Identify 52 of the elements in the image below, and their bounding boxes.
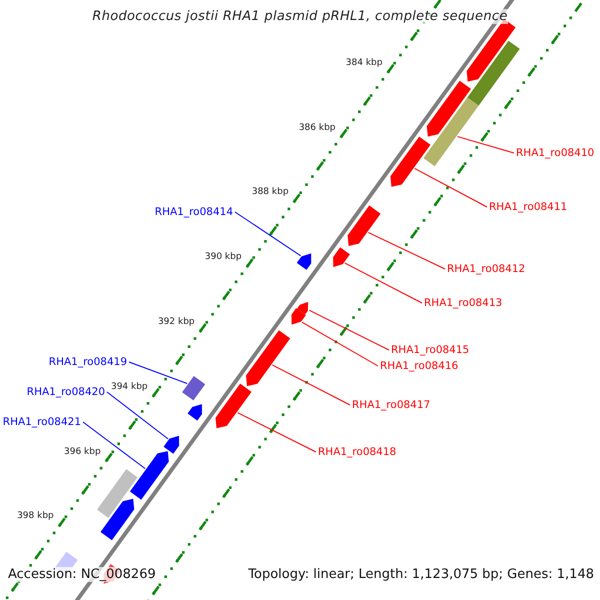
gene-label: RHA1_ro08419	[48, 356, 127, 368]
leader-line	[82, 422, 146, 470]
leader-line	[272, 364, 350, 406]
leader-line	[128, 362, 188, 384]
gene-feature	[423, 97, 479, 166]
leader-line	[237, 412, 316, 452]
gene-label: RHA1_ro08415	[391, 344, 470, 356]
leader-line	[414, 168, 488, 208]
gene-feature	[100, 498, 134, 540]
topology-text: Topology: linear; Length: 1,123,075 bp; Genes: 1,148	[248, 566, 594, 582]
gene-label: RHA1_ro08412	[447, 263, 526, 275]
gene-label: RHA1_ro08411	[489, 201, 568, 213]
scale-label: 390 kbp	[204, 252, 242, 262]
leader-line	[344, 262, 422, 304]
gene-feature	[296, 253, 312, 270]
gene-label: RHA1_ro08421	[2, 416, 81, 428]
gene-feature	[426, 80, 471, 137]
scale-label: 398 kbp	[17, 511, 54, 522]
gene-feature	[467, 40, 520, 106]
gene-label: RHA1_ro08410	[516, 147, 594, 159]
leader-line	[301, 322, 378, 366]
accession-text: Accession: NC_008269	[8, 566, 156, 582]
gene-feature	[97, 469, 138, 518]
leader-line	[106, 392, 169, 440]
gene-feature	[390, 136, 430, 187]
gene-feature	[216, 384, 252, 428]
title: Rhodococcus jostii RHA1 plasmid pRHL1, complete sequence	[92, 9, 508, 24]
leader-line	[308, 310, 390, 350]
gene-feature	[292, 308, 306, 325]
gene-feature	[348, 205, 381, 246]
scale-label: 394 kbp	[110, 382, 148, 392]
scale-label: 396 kbp	[64, 446, 101, 457]
gene-label: RHA1_ro08414	[154, 206, 233, 218]
leader-line	[234, 212, 302, 256]
gene-label: RHA1_ro08418	[318, 446, 396, 458]
gene-label: RHA1_ro08416	[380, 360, 458, 372]
scale-label: 386 kbp	[298, 122, 336, 133]
scale-label: 392 kbp	[158, 317, 195, 328]
leader-line	[457, 136, 514, 154]
gene-feature	[182, 376, 206, 400]
leader-line	[368, 232, 446, 270]
gene-feature	[164, 436, 180, 454]
gene-feature	[297, 302, 308, 314]
gene-feature	[130, 451, 169, 500]
gene-label: RHA1_ro08420	[26, 386, 105, 398]
gene-feature	[188, 404, 202, 421]
gene-feature	[246, 330, 290, 386]
gene-label: RHA1_ro08413	[424, 297, 502, 309]
scale-label: 384 kbp	[346, 58, 382, 68]
gene-feature	[333, 247, 350, 268]
scale-label: 388 kbp	[252, 187, 289, 198]
gene-label: RHA1_ro08417	[352, 399, 430, 411]
